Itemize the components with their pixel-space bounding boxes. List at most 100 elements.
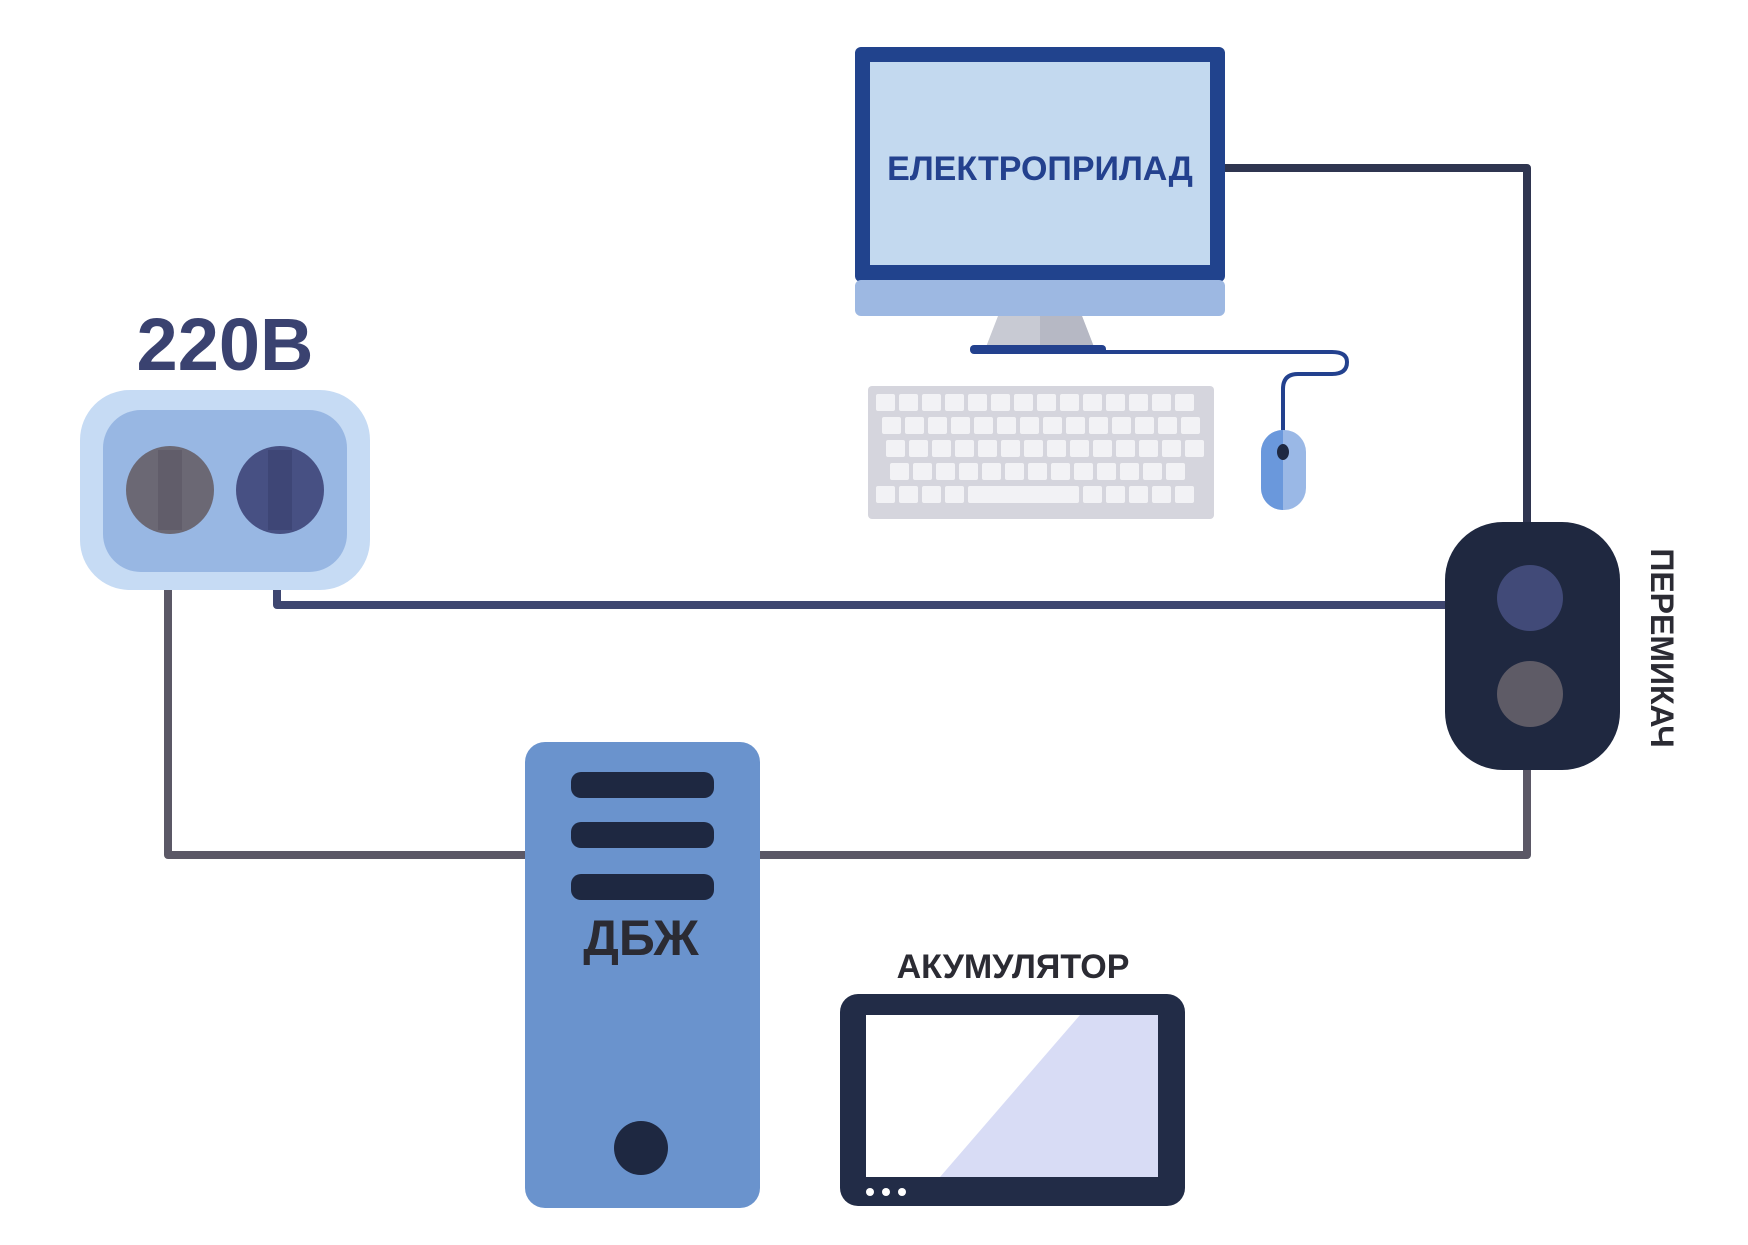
keyboard-key	[974, 417, 993, 434]
keyboard-key	[1060, 394, 1079, 411]
mouse-left-shade	[1261, 430, 1283, 510]
keyboard-key	[1166, 463, 1185, 480]
cables	[164, 164, 1531, 859]
keyboard-key	[1005, 463, 1024, 480]
battery-label: АКУМУЛЯТОР	[897, 948, 1130, 986]
switch-indicator-top	[1497, 565, 1563, 631]
ups-label: ДБЖ	[583, 910, 699, 966]
keyboard-key	[1129, 486, 1148, 503]
keyboard-key	[1074, 463, 1093, 480]
keyboard-key	[955, 440, 974, 457]
keyboard-key	[1120, 463, 1139, 480]
keyboard-key	[936, 463, 955, 480]
battery-charge-fill	[940, 1015, 1158, 1177]
monitor-base	[970, 345, 1106, 354]
socket-hole-right-shade	[268, 450, 292, 530]
device-label: ЕЛЕКТРОПРИЛАД	[887, 150, 1193, 188]
keyboard-key	[1152, 486, 1171, 503]
monitor-chin	[855, 280, 1225, 316]
keyboard-key	[928, 417, 947, 434]
keyboard-key	[968, 394, 987, 411]
keyboard-key	[1116, 440, 1135, 457]
transfer-switch: ПЕРЕМИКАЧ	[1445, 522, 1680, 770]
keyboard-key	[1051, 463, 1070, 480]
keyboard-key	[1047, 440, 1066, 457]
keyboard-key	[982, 463, 1001, 480]
keyboard-key	[876, 394, 895, 411]
keyboard-key	[905, 417, 924, 434]
keyboard-key	[1139, 440, 1158, 457]
ups-tower: ДБЖ	[525, 742, 760, 1208]
keyboard-key	[1001, 440, 1020, 457]
keyboard-keys	[876, 394, 1204, 503]
keyboard-key	[1037, 394, 1056, 411]
keyboard-key	[1158, 417, 1177, 434]
keyboard-key	[1093, 440, 1112, 457]
ups-slot-1	[571, 772, 714, 798]
keyboard-key	[1175, 486, 1194, 503]
keyboard-key	[945, 486, 964, 503]
keyboard-key	[1020, 417, 1039, 434]
mouse	[1261, 430, 1306, 510]
keyboard-key	[890, 463, 909, 480]
keyboard-key	[922, 486, 941, 503]
wall-socket: 220В	[80, 303, 370, 590]
keyboard-key	[1143, 463, 1162, 480]
keyboard-key	[882, 417, 901, 434]
keyboard-key	[959, 463, 978, 480]
keyboard-key	[899, 394, 918, 411]
keyboard-key	[876, 486, 895, 503]
keyboard-key	[899, 486, 918, 503]
monitor-screen	[870, 62, 1210, 265]
switch-indicator-bottom	[1497, 661, 1563, 727]
keyboard-key	[1070, 440, 1089, 457]
battery-dot-3	[898, 1188, 906, 1196]
monitor-stand-shade	[1040, 316, 1094, 347]
ups-power-button	[614, 1121, 668, 1175]
keyboard-key	[1024, 440, 1043, 457]
cable-socket-to-switch	[273, 508, 1450, 609]
keyboard-key	[1152, 394, 1171, 411]
keyboard-key	[951, 417, 970, 434]
ups-slot-3	[571, 874, 714, 900]
keyboard-key	[922, 394, 941, 411]
keyboard-key	[1175, 394, 1194, 411]
keyboard-key	[1185, 440, 1204, 457]
keyboard-key	[1106, 486, 1125, 503]
cable-monitor-to-switch	[1225, 164, 1531, 525]
keyboard-key	[1162, 440, 1181, 457]
keyboard-key	[978, 440, 997, 457]
ups-slot-2	[571, 822, 714, 848]
keyboard-key	[1097, 463, 1116, 480]
battery: АКУМУЛЯТОР	[840, 948, 1185, 1206]
battery-dot-1	[866, 1188, 874, 1196]
keyboard-key	[1066, 417, 1085, 434]
voltage-label: 220В	[137, 303, 314, 386]
keyboard-key	[1089, 417, 1108, 434]
keyboard-key	[1129, 394, 1148, 411]
keyboard-key	[1181, 417, 1200, 434]
cable-mouse	[1100, 350, 1350, 432]
keyboard	[868, 386, 1214, 519]
mouse-wheel	[1277, 444, 1289, 460]
cable-socket-to-ups	[164, 508, 528, 859]
keyboard-key	[1014, 394, 1033, 411]
keyboard-key	[991, 394, 1010, 411]
switch-body	[1445, 522, 1620, 770]
keyboard-key	[909, 440, 928, 457]
socket-hole-left-shade	[158, 450, 182, 530]
battery-dot-2	[882, 1188, 890, 1196]
cable-ups-to-switch	[758, 765, 1531, 859]
keyboard-key	[1112, 417, 1131, 434]
keyboard-key	[886, 440, 905, 457]
switch-label: ПЕРЕМИКАЧ	[1644, 548, 1680, 747]
keyboard-key	[997, 417, 1016, 434]
keyboard-key	[1028, 463, 1047, 480]
ups-body	[525, 742, 760, 1208]
keyboard-key	[968, 486, 1079, 503]
keyboard-key	[913, 463, 932, 480]
keyboard-key	[1106, 394, 1125, 411]
keyboard-key	[1083, 486, 1102, 503]
keyboard-key	[1043, 417, 1062, 434]
